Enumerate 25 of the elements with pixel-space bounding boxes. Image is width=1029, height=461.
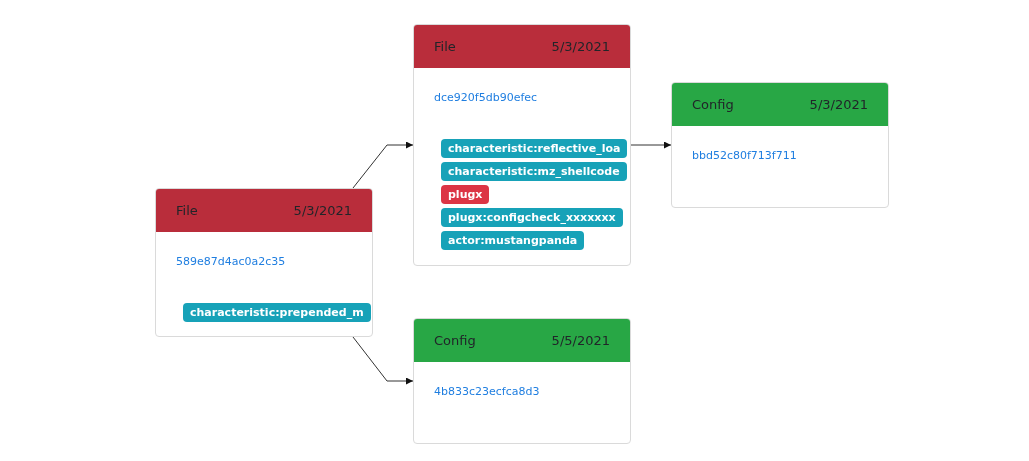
card-date: 5/5/2021 (551, 332, 610, 349)
hash-link: dce920f5db90efec (434, 91, 538, 105)
card-date: 5/3/2021 (551, 38, 610, 55)
hash-link: bbd52c80f713f711 (692, 149, 797, 163)
card-title: Config (692, 96, 734, 113)
tag-badge: characteristic:prepended_m (183, 303, 371, 322)
hash-link: 589e87d4ac0a2c35 (176, 255, 286, 269)
arrow (352, 141, 414, 189)
card-date: 5/3/2021 (293, 202, 352, 219)
tag-badge: plugx (441, 185, 490, 204)
config-card (671, 82, 889, 208)
tag-badge: actor:mustangpanda (441, 231, 585, 250)
tag-badge: characteristic:reflective_loa (441, 139, 628, 158)
card-title: Config (434, 332, 476, 349)
tag-badge: characteristic:mz_shellcode (441, 162, 627, 181)
card-date: 5/3/2021 (809, 96, 868, 113)
tag-badge: plugx:configcheck_xxxxxxx (441, 208, 623, 227)
arrow (630, 141, 672, 149)
arrow (352, 336, 414, 385)
card-title: File (434, 38, 456, 55)
hash-link: 4b833c23ecfca8d3 (434, 385, 540, 399)
file-card (155, 188, 373, 337)
config-card (413, 318, 631, 444)
card-title: File (176, 202, 198, 219)
file-card (413, 24, 631, 266)
